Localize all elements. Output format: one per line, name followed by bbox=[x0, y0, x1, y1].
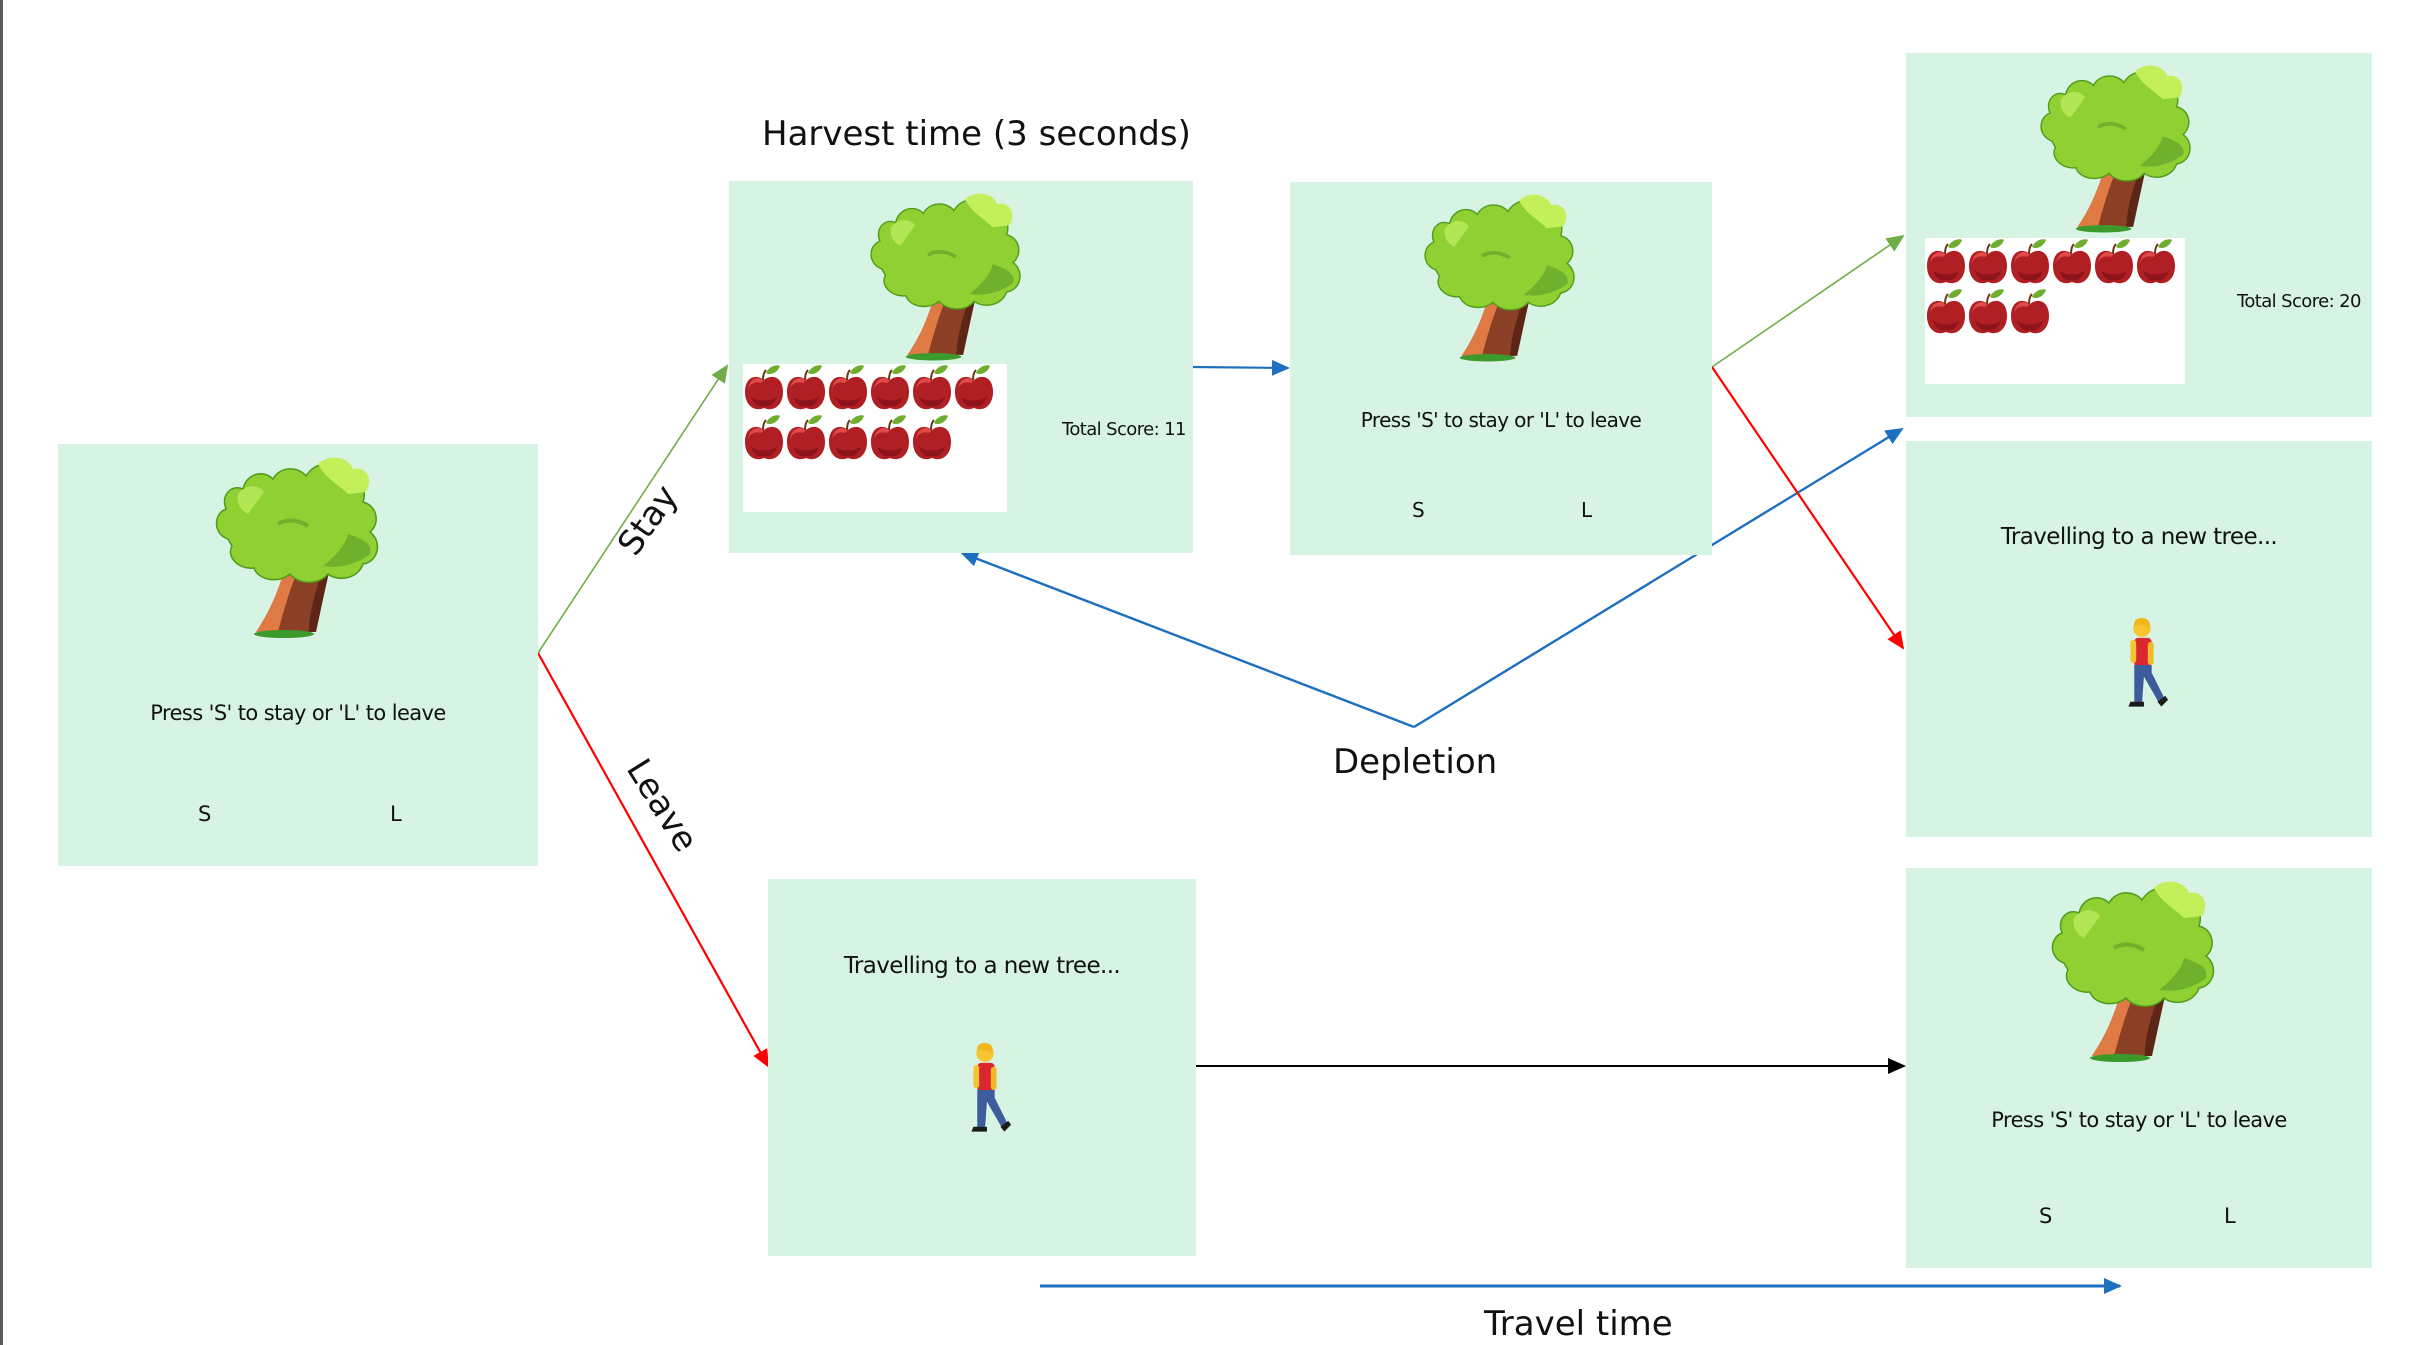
apple-icon bbox=[2051, 238, 2093, 288]
leave-key-label[interactable]: L bbox=[1581, 498, 1593, 522]
depletion-label: Depletion bbox=[1333, 742, 1498, 782]
screen-decision-after-harvest: Press 'S' to stay or 'L' to leave S L bbox=[1290, 182, 1712, 555]
harvest-to-decision-arrow bbox=[1192, 359, 1290, 376]
leave-key-label[interactable]: L bbox=[2224, 1204, 2236, 1228]
tree-icon bbox=[198, 444, 398, 644]
tree-icon bbox=[2024, 53, 2209, 238]
travel-time-label: Travel time bbox=[1484, 1304, 1673, 1344]
depletion-arrow-right bbox=[1413, 427, 1904, 729]
apple-grid bbox=[743, 364, 1007, 464]
total-score: Total Score: 20 bbox=[2237, 291, 2361, 312]
apple-icon bbox=[911, 364, 953, 414]
apple-icon bbox=[1925, 288, 1967, 338]
travel-message: Travelling to a new tree... bbox=[2000, 524, 2278, 550]
apple-icon bbox=[2009, 238, 2051, 288]
screen-start-decision: Press 'S' to stay or 'L' to leave S L bbox=[58, 444, 538, 866]
harvest-time-label: Harvest time (3 seconds) bbox=[762, 114, 1191, 154]
walking-person-icon bbox=[956, 1034, 1014, 1146]
apple-icon bbox=[785, 364, 827, 414]
apple-grid bbox=[1925, 238, 2185, 338]
stay-leave-prompt: Press 'S' to stay or 'L' to leave bbox=[1360, 408, 1642, 432]
stay-leave-prompt: Press 'S' to stay or 'L' to leave bbox=[150, 701, 446, 725]
stay-key-label[interactable]: S bbox=[198, 802, 212, 826]
stay-leave-prompt: Press 'S' to stay or 'L' to leave bbox=[1991, 1108, 2287, 1132]
leave-key-label[interactable]: L bbox=[390, 802, 402, 826]
apple-icon bbox=[2135, 238, 2177, 288]
walking-person-icon bbox=[2113, 609, 2171, 721]
apple-icon bbox=[953, 364, 995, 414]
screen-travel-right: Travelling to a new tree... bbox=[1906, 441, 2372, 837]
apple-icon bbox=[1925, 238, 1967, 288]
apple-icon bbox=[1967, 238, 2009, 288]
stay-arrow-second bbox=[1711, 234, 1905, 368]
leave-arrow-second bbox=[1711, 366, 1905, 650]
apple-icon bbox=[2009, 288, 2051, 338]
stay-arrow bbox=[537, 364, 729, 654]
stay-key-label[interactable]: S bbox=[2039, 1204, 2053, 1228]
apple-icon bbox=[869, 414, 911, 464]
screen-new-tree: Press 'S' to stay or 'L' to leave S L bbox=[1906, 868, 2372, 1268]
total-score: Total Score: 11 bbox=[1062, 419, 1186, 440]
apple-icon bbox=[827, 364, 869, 414]
travel-message: Travelling to a new tree... bbox=[843, 953, 1121, 979]
stay-key-label[interactable]: S bbox=[1412, 498, 1425, 522]
apple-basket bbox=[1925, 238, 2185, 384]
tree-icon bbox=[854, 181, 1039, 366]
screen-harvest-second: Total Score: 20 bbox=[1906, 53, 2372, 417]
left-border bbox=[0, 0, 3, 1345]
leave-arrow bbox=[537, 652, 769, 1068]
apple-icon bbox=[743, 364, 785, 414]
screen-harvest-first: Total Score: 11 bbox=[729, 181, 1193, 553]
apple-icon bbox=[743, 414, 785, 464]
apple-icon bbox=[785, 414, 827, 464]
apple-icon bbox=[1967, 288, 2009, 338]
apple-icon bbox=[2093, 238, 2135, 288]
tree-icon bbox=[2034, 868, 2234, 1068]
screen-travel-bottom: Travelling to a new tree... bbox=[768, 879, 1196, 1256]
apple-icon bbox=[827, 414, 869, 464]
apple-icon bbox=[911, 414, 953, 464]
tree-icon bbox=[1408, 182, 1593, 367]
depletion-arrow-left bbox=[960, 551, 1415, 729]
apple-icon bbox=[869, 364, 911, 414]
apple-basket bbox=[743, 364, 1007, 512]
